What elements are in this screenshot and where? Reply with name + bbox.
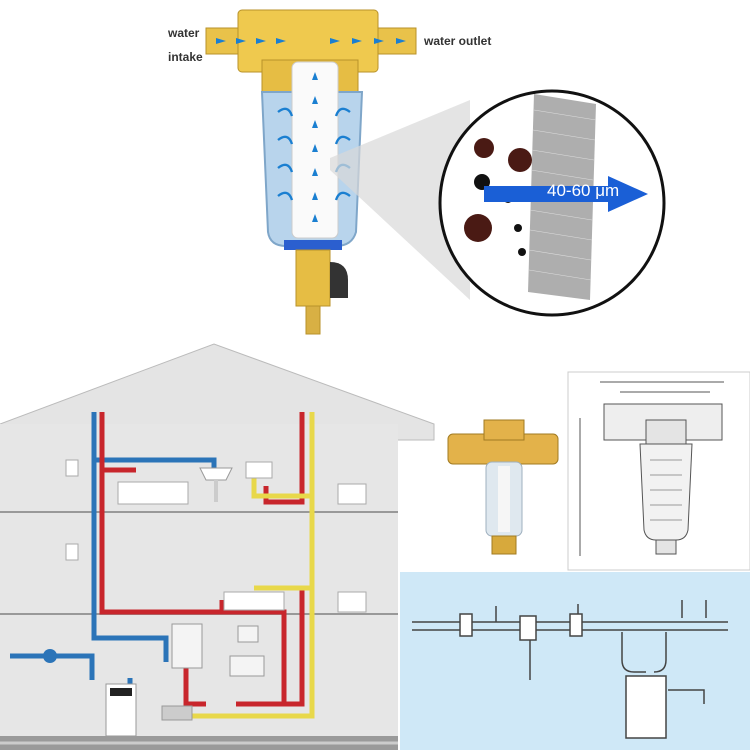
intake-label-line2: intake <box>168 50 203 64</box>
radiator <box>337 483 367 505</box>
thermostat <box>65 543 79 561</box>
sediment-particle <box>474 138 494 158</box>
water-outlet-label: water outlet <box>424 34 492 48</box>
product-photo <box>447 419 559 555</box>
technical-drawing <box>567 371 750 571</box>
thermostat <box>65 459 79 477</box>
sediment-particle <box>514 224 522 232</box>
house-wall <box>0 424 398 750</box>
sink <box>199 467 233 481</box>
installation-panel <box>400 572 750 750</box>
boiler <box>171 623 203 669</box>
intake-label-line1: water <box>168 26 200 40</box>
flow-through-mesh-arrow <box>484 176 648 212</box>
mesh-rating-label: 40-60 μm <box>547 181 620 200</box>
radiator <box>223 591 285 611</box>
hot-pipe <box>99 412 225 615</box>
radiator <box>337 591 367 613</box>
control-panel <box>237 625 259 643</box>
sediment-particle <box>518 248 526 256</box>
drain-valve <box>295 249 331 307</box>
radiator <box>117 481 189 505</box>
sediment-particle <box>464 214 492 242</box>
cold-pipe <box>91 412 169 662</box>
radiator <box>245 461 273 479</box>
water-intake-label: water intake <box>168 26 203 64</box>
installation-schematic <box>412 600 728 739</box>
house-roof <box>0 343 435 441</box>
control-unit <box>229 655 265 677</box>
sediment-particle <box>508 148 532 172</box>
yellow-pipe <box>176 412 315 719</box>
water-meter <box>43 649 57 663</box>
